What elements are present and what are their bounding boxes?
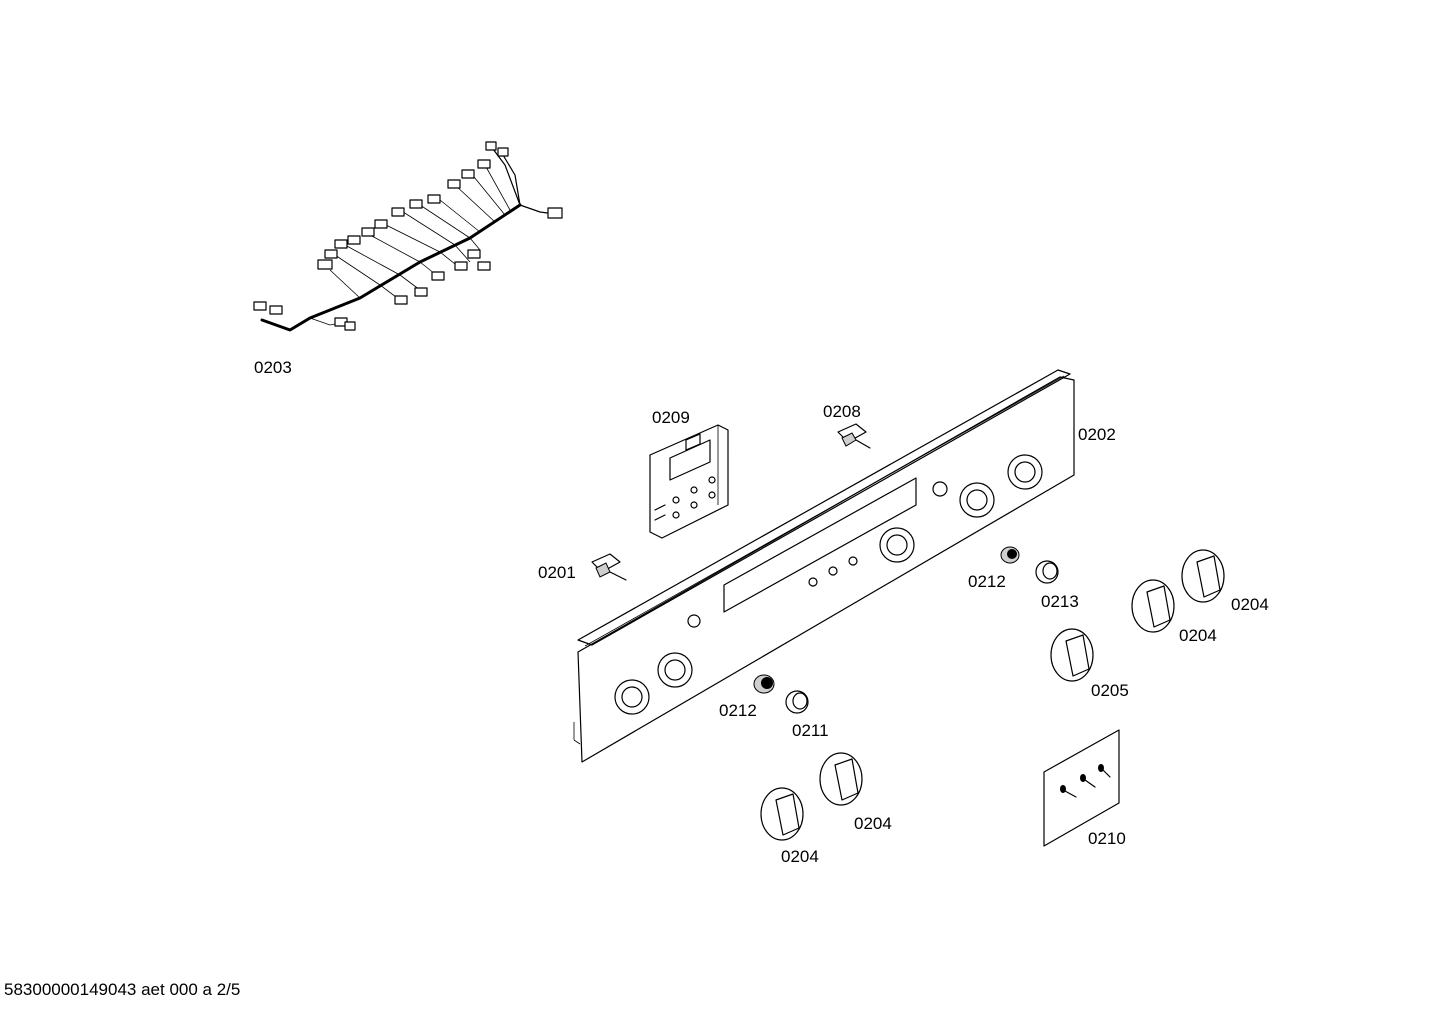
knob-0205 (1050, 628, 1094, 682)
knob-0204-lower-left (760, 787, 804, 841)
label-0204-upper-right: 0204 (1231, 595, 1269, 614)
cap-0213 (1035, 560, 1059, 584)
control-panel-0202 (573, 369, 1075, 763)
label-0205: 0205 (1091, 681, 1129, 700)
label-0208: 0208 (823, 402, 861, 421)
label-0210: 0210 (1088, 829, 1126, 848)
knob-insert-0212-lower (753, 674, 775, 694)
label-0203: 0203 (254, 358, 292, 377)
label-0201: 0201 (538, 563, 576, 582)
label-0204-upper-left: 0204 (1179, 626, 1217, 645)
knob-0204-upper-left (1131, 579, 1175, 633)
document-footer-id: 58300000149043 aet 000 a 2/5 (4, 980, 241, 999)
label-0202: 0202 (1078, 425, 1116, 444)
knob-0204-lower-right (819, 752, 863, 806)
knob-0204-upper-right (1181, 549, 1225, 603)
label-0213: 0213 (1041, 592, 1079, 611)
label-0211: 0211 (792, 721, 829, 740)
label-0212-upper: 0212 (968, 572, 1006, 591)
label-0204-lower-left: 0204 (781, 847, 819, 866)
timer-module-0209 (649, 424, 729, 539)
switch-0208 (837, 423, 871, 449)
switch-0201 (591, 553, 627, 581)
label-0209: 0209 (652, 408, 690, 427)
cap-0211 (785, 690, 809, 714)
screw-set-0210 (1043, 729, 1120, 847)
wiring-harness-0203 (253, 141, 563, 332)
knob-insert-0212-upper (1000, 546, 1020, 564)
label-0212-lower: 0212 (719, 701, 757, 720)
label-0204-lower-right: 0204 (854, 814, 892, 833)
